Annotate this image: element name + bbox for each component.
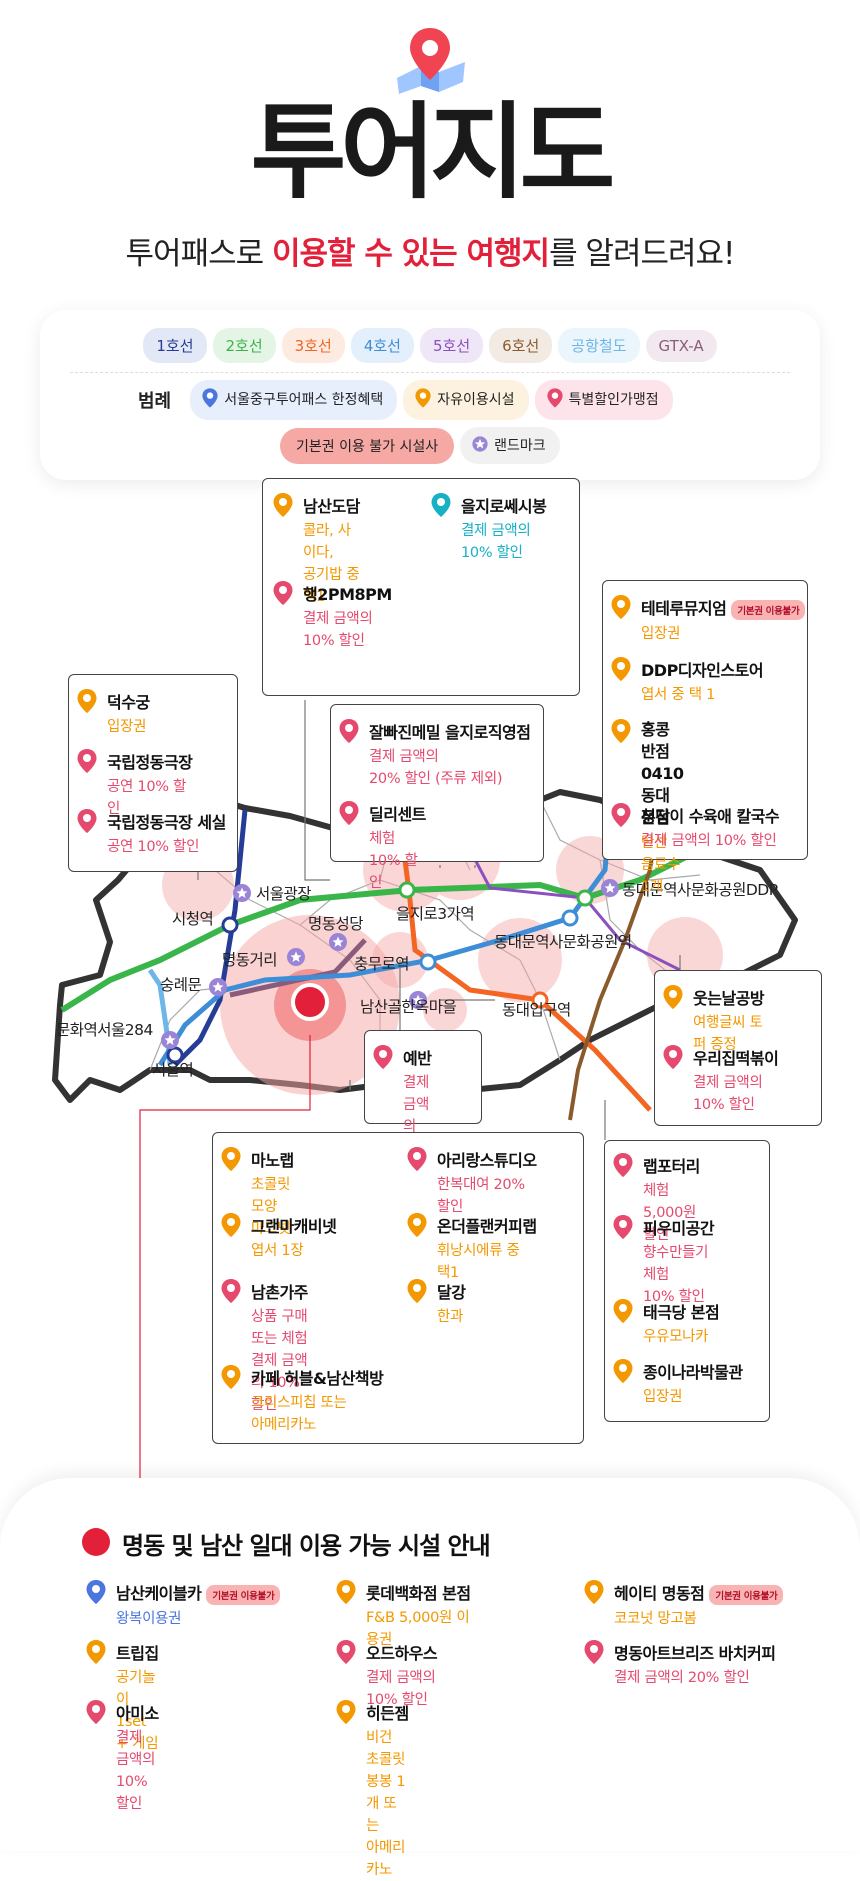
station-seoul: 서울역	[152, 1061, 194, 1079]
orange-pin-icon	[613, 1359, 633, 1387]
pink-pin-icon	[373, 1045, 393, 1073]
station-myeongdong-cathedral: 명동성당	[308, 915, 364, 933]
pink-pin-icon	[336, 1640, 356, 1668]
pink-pin-icon	[273, 581, 293, 609]
line-1	[173, 809, 248, 1067]
legend-seoul-jung: 서울중구투어패스 한정혜택	[190, 380, 398, 420]
station-seoul-plaza: 서울광장	[256, 885, 312, 903]
page-title: 투어지도	[250, 91, 616, 213]
station-namsangol: 남산골한옥마을	[360, 998, 457, 1016]
pink-pin-icon	[339, 719, 359, 747]
legend-basic-unavailable: 기본권 이용 불가 시설사	[280, 427, 455, 464]
legend-landmark: 랜드마크	[460, 427, 560, 464]
station-city-hall: 시청역	[172, 910, 214, 928]
line-chip: 공항철도	[558, 328, 640, 363]
orange-pin-icon	[663, 985, 683, 1013]
pink-pin-icon	[611, 803, 631, 831]
line-chip: 4호선	[350, 328, 414, 363]
legend-title: 범례	[138, 391, 172, 412]
orange-pin-icon	[77, 689, 97, 717]
pink-pin-icon	[663, 1045, 683, 1073]
pink-pin-icon	[613, 1215, 633, 1243]
station-ddp: 동대문역사문화공원DDP	[622, 881, 778, 899]
orange-pin-icon	[611, 657, 631, 685]
station-sungnyemun: 숭례문	[160, 976, 202, 994]
orange-pin-icon	[611, 595, 631, 623]
legend-divider	[70, 372, 790, 373]
orange-pin-icon	[407, 1279, 427, 1307]
orange-pin-icon	[611, 719, 631, 747]
orange-pin-icon	[415, 388, 431, 412]
pink-pin-icon	[613, 1153, 633, 1181]
line-chip: 3호선	[281, 328, 345, 363]
orange-pin-icon	[584, 1580, 604, 1608]
pink-pin-icon	[546, 388, 563, 412]
pink-pin-icon	[77, 809, 97, 837]
map-pin-logo-icon	[385, 20, 475, 95]
station-chungmuro: 충무로역	[354, 955, 410, 973]
pink-pin-icon	[584, 1640, 604, 1668]
basic-unavailable-badge: 기본권 이용불가	[731, 599, 806, 620]
line-gtx	[229, 938, 367, 998]
line-chip: GTX-A	[645, 330, 717, 362]
station-dongdaeipgu: 동대입구역	[502, 1001, 571, 1019]
station-myeongdong-street: 명동거리	[222, 951, 278, 969]
legend-free-use: 자유이용시설	[403, 380, 529, 420]
line-chip: 5호선	[419, 328, 484, 363]
teal-pin-icon	[431, 493, 451, 521]
orange-pin-icon	[273, 493, 293, 521]
orange-pin-icon	[613, 1299, 633, 1327]
star-landmark-icon	[472, 436, 488, 456]
blue-pin-icon	[202, 388, 218, 412]
bottom-title: 명동 및 남산 일대 이용 가능 시설 안내	[122, 1532, 491, 1560]
pink-pin-icon	[86, 1700, 106, 1728]
orange-pin-icon	[407, 1213, 427, 1241]
orange-pin-icon	[336, 1700, 356, 1728]
orange-pin-icon	[336, 1580, 356, 1608]
basic-unavailable-badge: 기본권 이용불가	[709, 1584, 784, 1605]
blue-pin-icon	[86, 1580, 106, 1608]
station-ddp-station: 동대문역사문화공원역	[494, 933, 632, 951]
pink-pin-icon	[407, 1147, 427, 1175]
orange-pin-icon	[221, 1147, 241, 1175]
orange-pin-icon	[221, 1365, 241, 1393]
line-chip: 6호선	[489, 328, 553, 363]
basic-unavailable-badge: 기본권 이용불가	[206, 1584, 281, 1605]
legend-special-discount: 특별할인가맹점	[534, 380, 673, 420]
orange-pin-icon	[86, 1640, 106, 1668]
pink-pin-icon	[339, 801, 359, 829]
station-culture-seoul284: 문화역서울284	[56, 1021, 153, 1039]
station-euljiro3: 을지로3가역	[396, 905, 475, 923]
line-chip: 1호선	[143, 328, 207, 363]
orange-pin-icon	[221, 1213, 241, 1241]
red-dot-icon	[82, 1528, 110, 1556]
landmark-markers	[161, 879, 619, 1049]
pink-pin-icon	[77, 749, 97, 777]
page-subtitle: 투어패스로 이용할 수 있는 여행지를 알려드려요!	[125, 236, 736, 272]
pink-pin-icon	[221, 1279, 241, 1307]
line-chip: 2호선	[212, 328, 276, 363]
